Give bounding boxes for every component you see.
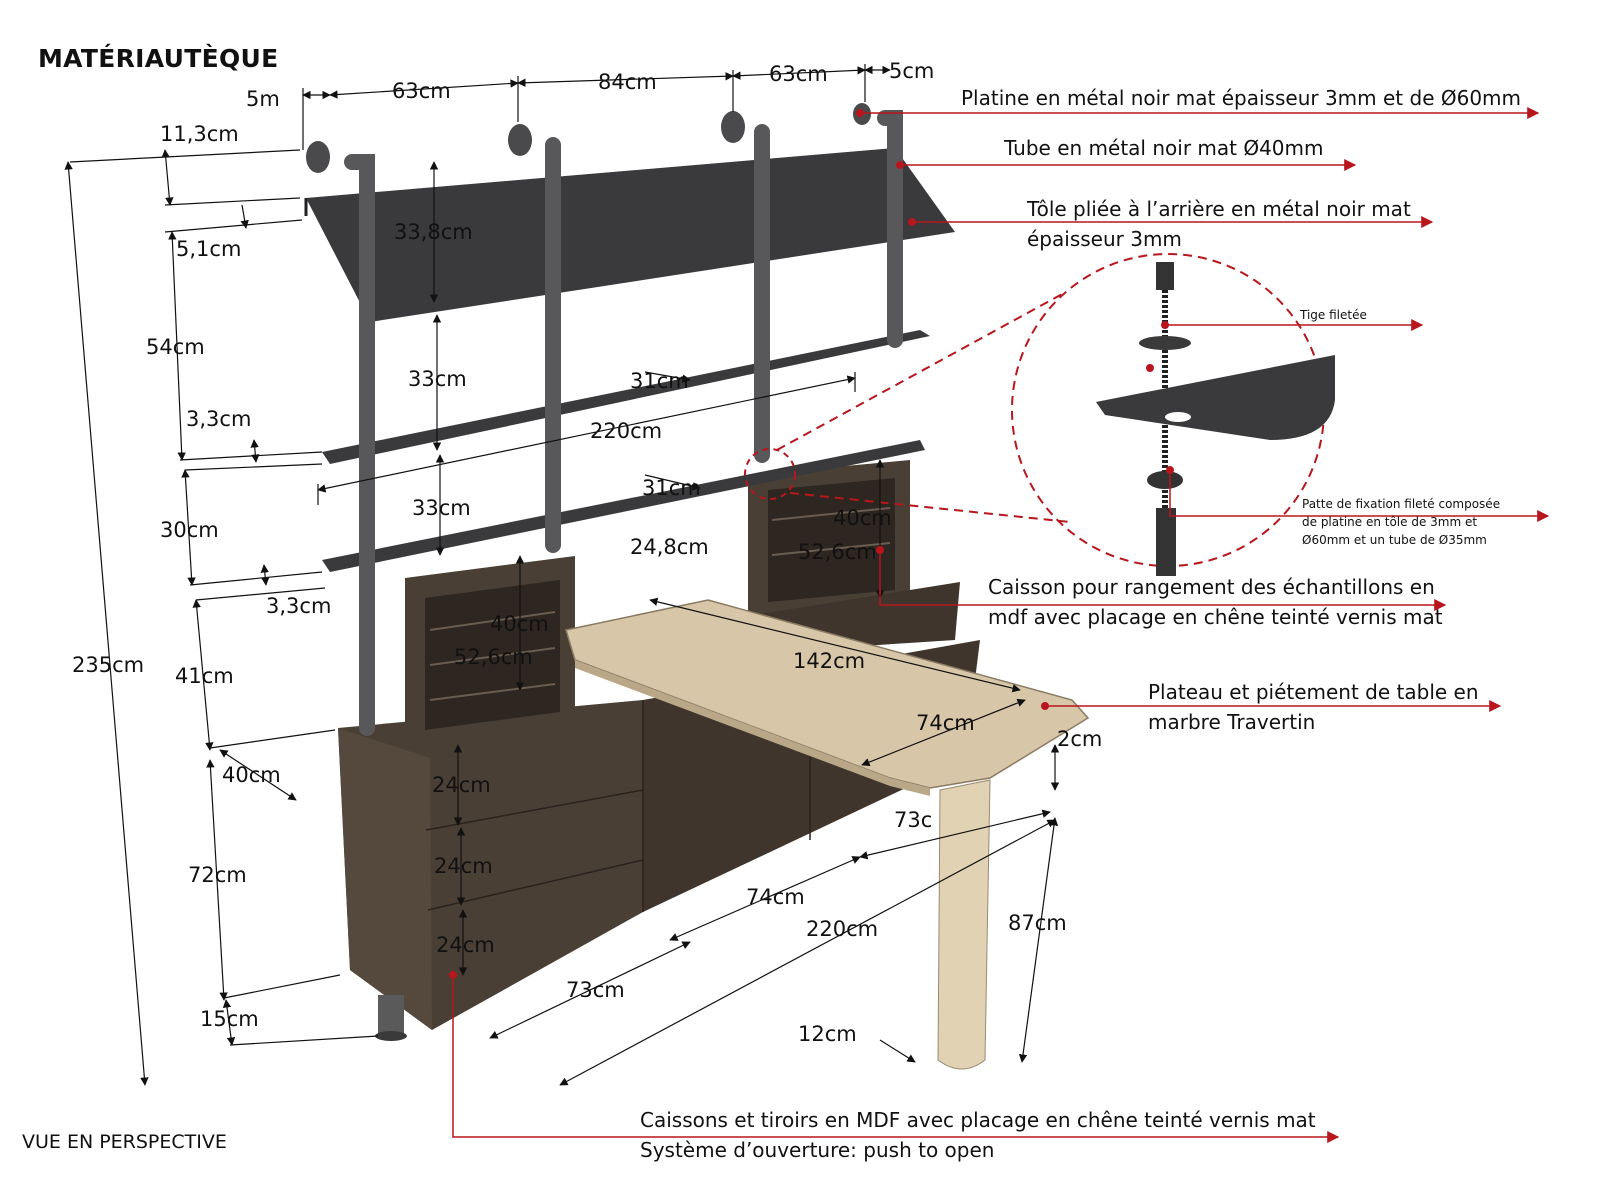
dim-11-3cm: 11,3cm <box>160 122 239 146</box>
dim-24cm-drawer-1: 24cm <box>432 773 491 797</box>
dim-41cm: 41cm <box>175 664 234 688</box>
leader-dots <box>449 109 1174 979</box>
leader-lines <box>452 107 1550 1143</box>
note-tole-line2: épaisseur 3mm <box>1027 227 1182 251</box>
dim-220cm-shelf: 220cm <box>590 419 663 443</box>
dim-40cm-depth: 40cm <box>222 763 281 787</box>
dim-33cm-upper: 33cm <box>408 367 467 391</box>
note-tiroirs-line2: Système d’ouverture: push to open <box>640 1138 995 1162</box>
dim-40cm-box-right: 40cm <box>833 506 892 530</box>
dim-24-8cm: 24,8cm <box>630 535 709 559</box>
dim-3-3cm-lower: 3,3cm <box>266 594 332 618</box>
dim-2cm: 2cm <box>1057 727 1103 751</box>
note-patte-line2: de platine en tôle de 3mm et <box>1302 515 1478 529</box>
dim-33-8cm: 33,8cm <box>394 220 473 244</box>
dim-3-3cm-upper: 3,3cm <box>186 407 252 431</box>
dim-74cm-table: 74cm <box>916 711 975 735</box>
page-title: MATÉRIAUTÈQUE <box>38 44 279 73</box>
note-caisson-line2: mdf avec placage en chêne teinté vernis … <box>988 605 1443 629</box>
dim-73c: 73c <box>894 808 933 832</box>
note-tube: Tube en métal noir mat Ø40mm <box>1004 136 1324 160</box>
dim-24cm-drawer-2: 24cm <box>434 854 493 878</box>
dim-33cm-lower: 33cm <box>412 496 471 520</box>
wall-plates <box>306 103 871 173</box>
dim-52-6cm-box-left: 52,6cm <box>454 645 533 669</box>
dim-87cm: 87cm <box>1008 911 1067 935</box>
dim-63cm-right: 63cm <box>769 62 828 86</box>
note-patte-line1: Patte de fixation fileté composée <box>1302 497 1501 511</box>
dim-5m: 5m <box>246 87 280 111</box>
note-caisson-line1: Caisson pour rangement des échantillons … <box>988 575 1435 599</box>
dim-74cm-base: 74cm <box>746 885 805 909</box>
dim-30cm: 30cm <box>160 518 219 542</box>
dim-5-1cm: 5,1cm <box>176 237 242 261</box>
sample-box-left <box>405 556 575 742</box>
dim-52-6cm-box-right: 52,6cm <box>798 540 877 564</box>
dim-5cm: 5cm <box>889 59 935 83</box>
dim-31cm-upper: 31cm <box>630 369 689 393</box>
dim-84cm: 84cm <box>598 70 657 94</box>
dim-73cm-base: 73cm <box>566 978 625 1002</box>
dim-72cm: 72cm <box>188 863 247 887</box>
dim-24cm-drawer-3: 24cm <box>436 933 495 957</box>
note-plateau-line2: marbre Travertin <box>1148 710 1316 734</box>
dim-63cm-left: 63cm <box>392 79 451 103</box>
dim-142cm: 142cm <box>793 649 866 673</box>
dim-40cm-box-left: 40cm <box>490 612 549 636</box>
note-tole-line1: Tôle pliée à l’arrière en métal noir mat <box>1027 197 1411 221</box>
note-tige: Tige filetée <box>1300 308 1367 322</box>
dim-220cm-base: 220cm <box>806 917 879 941</box>
dim-12cm: 12cm <box>798 1022 857 1046</box>
dim-235cm: 235cm <box>72 653 145 677</box>
note-patte-line3: Ø60mm et un tube de Ø35mm <box>1302 533 1487 547</box>
dim-15cm: 15cm <box>200 1007 259 1031</box>
note-plateau-line1: Plateau et piétement de table en <box>1148 680 1479 704</box>
dim-31cm-lower: 31cm <box>642 476 701 500</box>
note-platine: Platine en métal noir mat épaisseur 3mm … <box>961 86 1522 110</box>
dimension-lines <box>64 64 1060 1086</box>
note-tiroirs-line1: Caissons et tiroirs en MDF avec placage … <box>640 1108 1316 1132</box>
view-label: VUE EN PERSPECTIVE <box>22 1131 227 1153</box>
dim-54cm: 54cm <box>146 335 205 359</box>
